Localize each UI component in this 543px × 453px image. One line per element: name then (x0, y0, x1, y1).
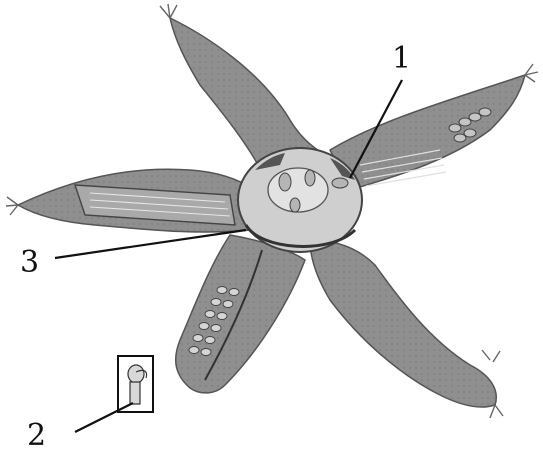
label-3: 3 (20, 245, 39, 280)
label-2: 2 (27, 418, 46, 453)
leader-line-3 (55, 230, 246, 258)
starfish-body (6, 4, 538, 418)
arm-left-tip-icon (6, 197, 18, 215)
leader-line-2 (75, 403, 133, 432)
arm-top-tip-icon (160, 4, 177, 18)
label-1: 1 (392, 41, 411, 76)
arm-upper-right-tip-icon (525, 64, 538, 82)
